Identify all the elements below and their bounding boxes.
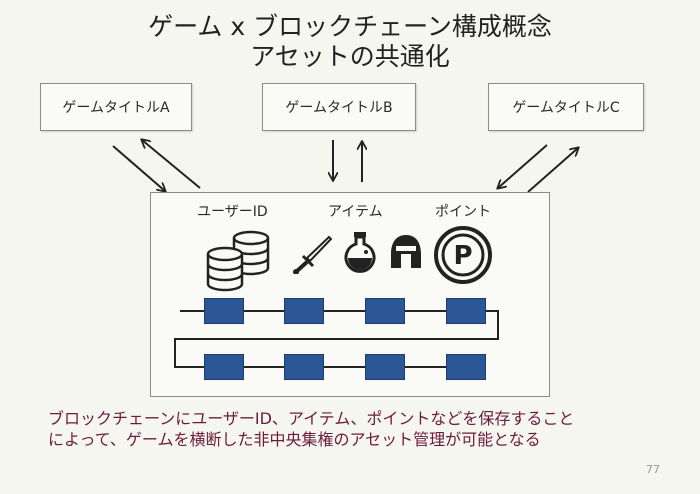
chain-block <box>284 354 324 380</box>
arrow-chain-to-a <box>142 140 201 189</box>
game-title-b-box: ゲームタイトルB <box>262 83 416 131</box>
chain-block <box>204 354 244 380</box>
point-coin-icon: P <box>434 226 492 284</box>
chain-block <box>446 298 486 324</box>
category-item: アイテム <box>328 204 383 220</box>
arrow-chain-to-c <box>527 148 578 193</box>
arrow-a-to-chain <box>112 145 165 191</box>
chain-block <box>204 298 244 324</box>
caption-line2: によって、ゲームを横断した非中央集権のアセット管理が可能となる <box>48 430 541 449</box>
arrow-c-to-chain <box>498 144 548 188</box>
chain-block <box>446 354 486 380</box>
slide-title-line2: アセットの共通化 <box>250 42 450 71</box>
game-title-b-label: ゲームタイトルB <box>285 100 393 116</box>
database-icon <box>206 230 270 292</box>
game-title-c-label: ゲームタイトルC <box>512 100 620 116</box>
chain-block <box>365 354 405 380</box>
point-coin-letter: P <box>453 241 472 271</box>
slide-title-line1: ゲーム x ブロックチェーン構成概念 <box>148 12 552 41</box>
category-point: ポイント <box>435 204 491 220</box>
game-title-c-box: ゲームタイトルC <box>488 83 644 131</box>
chain-block <box>365 298 405 324</box>
sword-icon <box>293 235 333 274</box>
game-title-a-label: ゲームタイトルA <box>62 100 170 116</box>
category-user-id: ユーザーID <box>197 204 268 220</box>
caption-line1: ブロックチェーンにユーザーID、アイテム、ポイントなどを保存すること <box>48 409 575 428</box>
potion-icon <box>344 232 376 273</box>
helmet-icon <box>391 235 421 268</box>
chain-block <box>284 298 324 324</box>
game-title-a-box: ゲームタイトルA <box>40 83 192 131</box>
page-number: 77 <box>646 463 660 476</box>
